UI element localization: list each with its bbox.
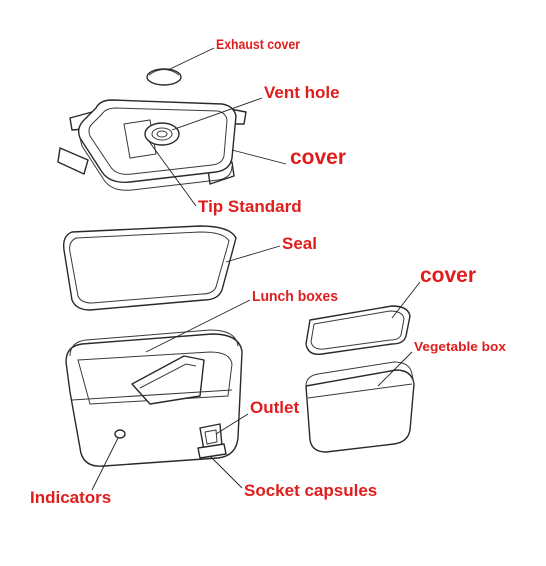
vegetable-box-part bbox=[305, 361, 415, 453]
label-outlet: Outlet bbox=[250, 398, 299, 417]
seal-part bbox=[62, 225, 237, 311]
label-vegetable-box: Vegetable box bbox=[414, 339, 507, 354]
label-exhaust-cover: Exhaust cover bbox=[216, 36, 300, 52]
label-indicators: Indicators bbox=[30, 488, 111, 507]
lunch-box-part bbox=[65, 329, 243, 467]
label-lunch-boxes: Lunch boxes bbox=[252, 288, 338, 305]
exhaust-cover-part bbox=[146, 68, 182, 86]
label-socket-capsules: Socket capsules bbox=[244, 481, 377, 500]
label-seal: Seal bbox=[282, 234, 317, 253]
main-cover-part bbox=[57, 99, 247, 191]
label-tip-standard: Tip Standard bbox=[198, 197, 302, 216]
label-cover-main: cover bbox=[290, 146, 346, 169]
leader-lines bbox=[91, 47, 421, 491]
small-cover-part bbox=[305, 305, 411, 355]
label-vent-hole: Vent hole bbox=[264, 83, 340, 102]
label-cover-small: cover bbox=[420, 264, 476, 287]
